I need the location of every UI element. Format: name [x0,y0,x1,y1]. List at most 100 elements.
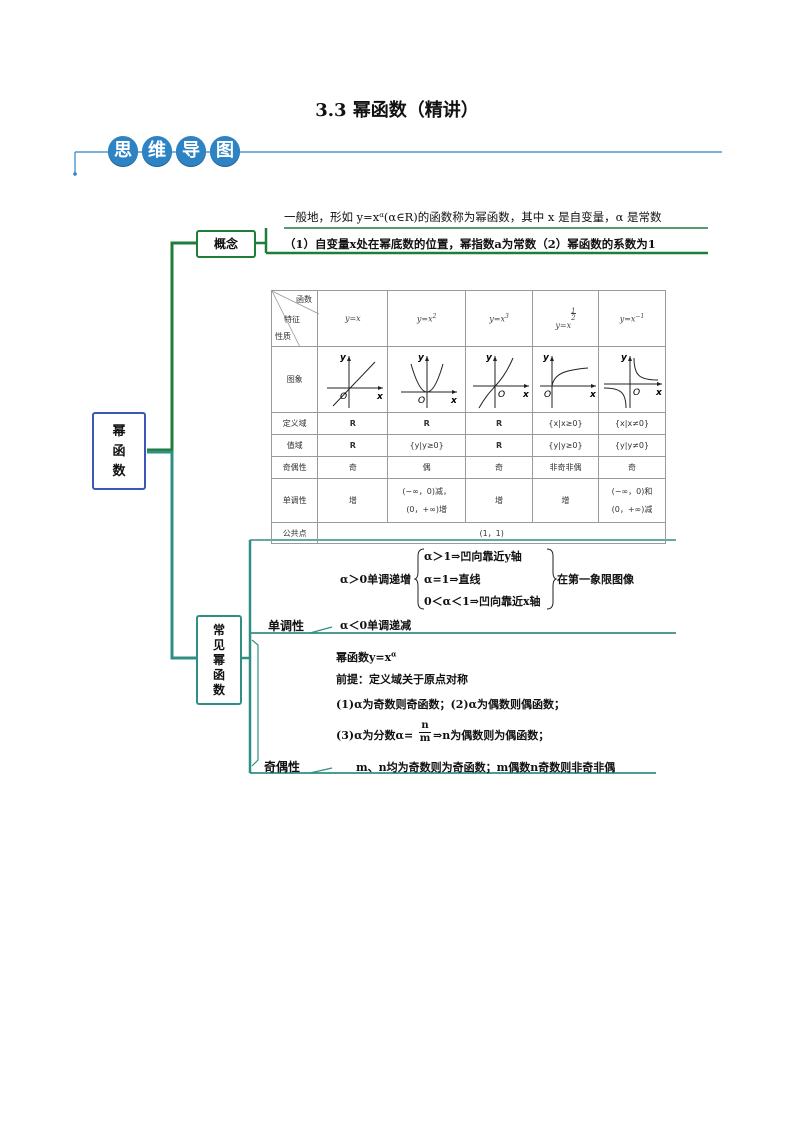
mono-cell-4: 增 [532,478,599,523]
monotonic-label: 单调性 [268,619,305,633]
root-node: 幂 函 数 [92,412,146,490]
root-char-2: 函 [112,444,126,459]
graph-reciprocal: y x O [603,353,663,408]
fraction-numerator: n [421,720,429,731]
row-label-monotonic: 单调性 [270,478,319,523]
axis-x-label: x [589,390,597,400]
common-char-4: 函 [212,668,225,682]
origin-label: O [633,388,640,398]
monotonic-case-1: α＞1⇒凹向靠近y轴 [424,550,522,563]
corner-middle: 特征 [284,315,300,324]
range-cell-4: {y|y≥0} [532,434,599,457]
domain-cell-4: {x|x≥0} [532,412,599,435]
concept-notes: （1）自变量x处在幂底数的位置，幂指数a为常数（2）幂函数的系数为1 [284,237,656,251]
graph-cell-3: y x O [465,346,534,413]
domain-cell-2: R [387,412,467,435]
axis-y-label: y [486,353,493,363]
parity-line-1: 幂函数y=xα [336,649,397,665]
origin-label: O [418,396,425,406]
parity-cell-2: 偶 [387,456,467,479]
graph-cell-1: y x O [317,346,389,413]
axis-y-label: y [418,353,425,363]
parity-line-1-sup: α [391,649,397,659]
axis-x-label: x [450,396,458,406]
mono-cell-1: 增 [317,478,389,523]
axis-y-label: y [621,353,628,363]
parity-line-4-a: (3)α为分数α= [336,729,414,742]
banner-char-4: 图 [210,136,240,166]
page-title: 3.3 幂函数（精讲） [315,100,479,121]
common-node: 常 见 幂 函 数 [196,615,242,705]
domain-cell-1: R [317,412,389,435]
graph-linear: y x O [326,353,384,408]
parity-line-5: m、n均为奇数则为奇函数；m偶数n奇数则非奇非偶 [356,761,616,774]
quadrant-note: 在第一象限图像 [557,573,634,586]
fraction-denominator: m [419,732,431,744]
range-cell-1: R [317,434,389,457]
corner-top: 函数 [296,295,312,304]
graph-square: y x O [400,353,458,408]
concept-node: 概念 [196,230,256,258]
row-label-parity: 奇偶性 [270,456,319,479]
right-brace [546,548,557,610]
root-char-1: 幂 [112,424,126,439]
func-header-5: y=x−1 [597,290,667,347]
graph-sqrt: y x O [539,353,597,408]
common-point-row: 公共点 (1，1) [270,522,666,544]
banner-char-1: 思 [108,136,138,166]
concept-label: 概念 [213,237,238,251]
parity-cell-4: 非奇非偶 [532,456,599,479]
common-char-2: 见 [212,638,225,652]
mono-cell-3: 增 [465,478,534,523]
parity-line-2: 前提：定义域关于原点对称 [336,673,468,686]
range-row: 值域 R {y|y≥0} R {y|y≥0} {y|y≠0} [270,434,667,457]
graph-cube: y x O [473,353,530,408]
mindmap-banner: 思 维 导 图 [0,130,794,180]
range-cell-5: {y|y≠0} [597,434,667,457]
origin-label: O [544,390,551,400]
common-char-1: 常 [212,623,225,637]
row-label-domain: 定义域 [270,412,319,435]
parity-cell-3: 奇 [465,456,534,479]
corner-bottom: 性质 [275,332,291,341]
domain-row: 定义域 R R R {x|x≥0} {x|x≠0} [270,412,667,435]
graph-row: 图象 y x O y x O [270,346,667,413]
axis-x-label: x [655,388,663,398]
range-cell-3: R [465,434,534,457]
row-label-graph: 图象 [270,346,319,413]
monotonic-case-3: 0＜α＜1⇒凹向靠近x轴 [424,595,541,608]
root-char-3: 数 [112,464,126,479]
graph-cell-5: y x O [597,346,667,413]
common-char-3: 幂 [212,653,225,667]
parity-label: 奇偶性 [264,760,301,774]
domain-cell-5: {x|x≠0} [597,412,667,435]
table-corner-cell: 函数 特征 性质 [270,290,319,347]
parity-row: 奇偶性 奇 偶 奇 非奇非偶 奇 [270,456,667,479]
origin-label: O [498,390,505,400]
concept-definition: 一般地，形如 y=xᵅ(α∈R)的函数称为幂函数，其中 x 是自变量，α 是常数 [284,210,662,224]
parity-fraction: n m [419,720,431,745]
parity-cell-1: 奇 [317,456,389,479]
banner-char-3: 导 [176,136,206,166]
common-char-5: 数 [212,683,225,697]
corner-diagonals [272,291,319,347]
monotonic-pos-condition: α＞0单调递增 [340,573,412,586]
row-label-common-point: 公共点 [270,522,319,544]
axis-y-label: y [340,353,347,363]
axis-x-label: x [522,390,530,400]
domain-cell-3: R [465,412,534,435]
left-brace [414,548,425,610]
graph-cell-2: y x O [387,346,467,413]
axis-y-label: y [543,353,550,363]
banner-char-2: 维 [142,136,172,166]
func-header-2: y=x2 [387,290,467,347]
func-header-3: y=x3 [465,290,534,347]
parity-line-1-text: 幂函数y=x [336,651,392,664]
monotonic-neg-condition: α＜0单调递减 [340,619,412,632]
monotonic-case-2: α=1⇒直线 [424,573,481,586]
parity-cell-5: 奇 [597,456,667,479]
